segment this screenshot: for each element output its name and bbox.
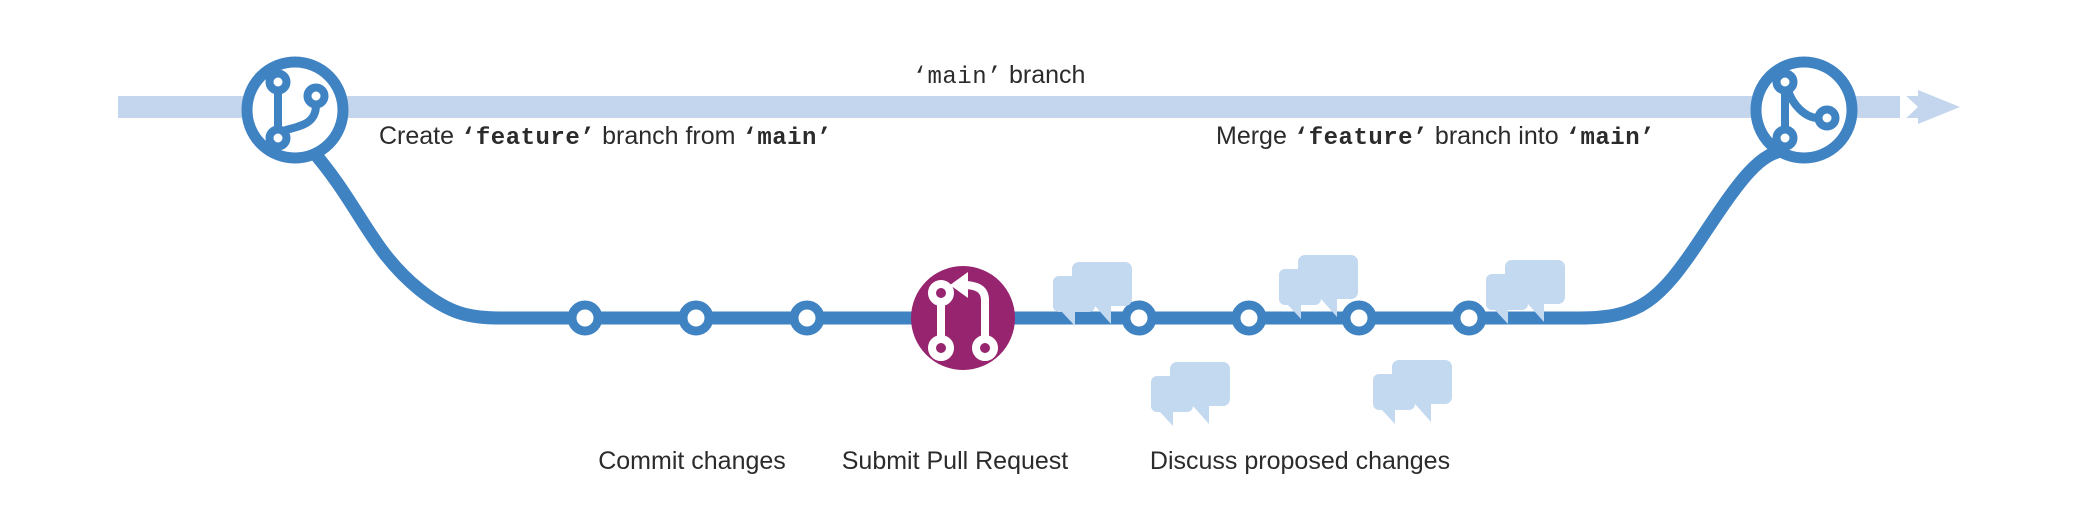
feature-branch-path <box>303 141 1797 325</box>
label-main-branch-rest: branch <box>1008 61 1086 89</box>
label-create-main-name: main <box>757 125 817 152</box>
discussion-bubbles <box>1053 255 1565 426</box>
merge-node[interactable] <box>1750 56 1858 164</box>
git-pull-request-icon <box>928 272 998 361</box>
label-merge-lead: Merge <box>1216 122 1287 150</box>
main-branch-arrow <box>118 90 1960 124</box>
label-submit-pull-request: Submit Pull Request <box>841 447 1069 475</box>
label-commit-changes: Commit changes <box>598 447 786 475</box>
label-merge-main-name: main <box>1580 125 1641 152</box>
discussion-bubbles-3 <box>1486 260 1565 324</box>
commit-dot-6[interactable] <box>1341 300 1377 336</box>
commit-dot-7[interactable] <box>1451 300 1487 336</box>
commit-dot-4[interactable] <box>1121 300 1157 336</box>
label-merge-branch: Merge ‘feature’ branch into ‘main’ <box>1216 122 1655 152</box>
start-node[interactable] <box>241 56 349 164</box>
git-merge-icon <box>1772 69 1840 151</box>
commit-dot-1[interactable] <box>567 300 603 336</box>
pull-request-node[interactable] <box>911 266 1015 370</box>
commit-dot-2[interactable] <box>678 300 714 336</box>
discussion-bubbles-5 <box>1373 360 1452 424</box>
label-main-branch-name: main <box>927 64 988 91</box>
label-create-feature-name: feature <box>475 125 581 152</box>
discussion-bubbles-1 <box>1053 262 1132 326</box>
label-discuss-proposed-changes: Discuss proposed changes <box>1149 447 1451 475</box>
label-merge-middle: branch into <box>1434 122 1559 150</box>
commit-dot-5[interactable] <box>1231 300 1267 336</box>
commit-dot-3[interactable] <box>789 300 825 336</box>
label-create-branch: Create ‘feature’ branch from ‘main’ <box>379 122 832 152</box>
label-merge-feature-name: feature <box>1308 125 1414 152</box>
discussion-bubbles-2 <box>1279 255 1358 319</box>
label-create-lead: Create <box>379 122 455 150</box>
git-branch-icon <box>265 69 329 151</box>
label-create-middle: branch from <box>602 122 736 150</box>
discussion-bubbles-4 <box>1151 362 1230 426</box>
label-main-branch: ‘main’ branch <box>912 61 1086 91</box>
commit-dots <box>567 300 1487 336</box>
